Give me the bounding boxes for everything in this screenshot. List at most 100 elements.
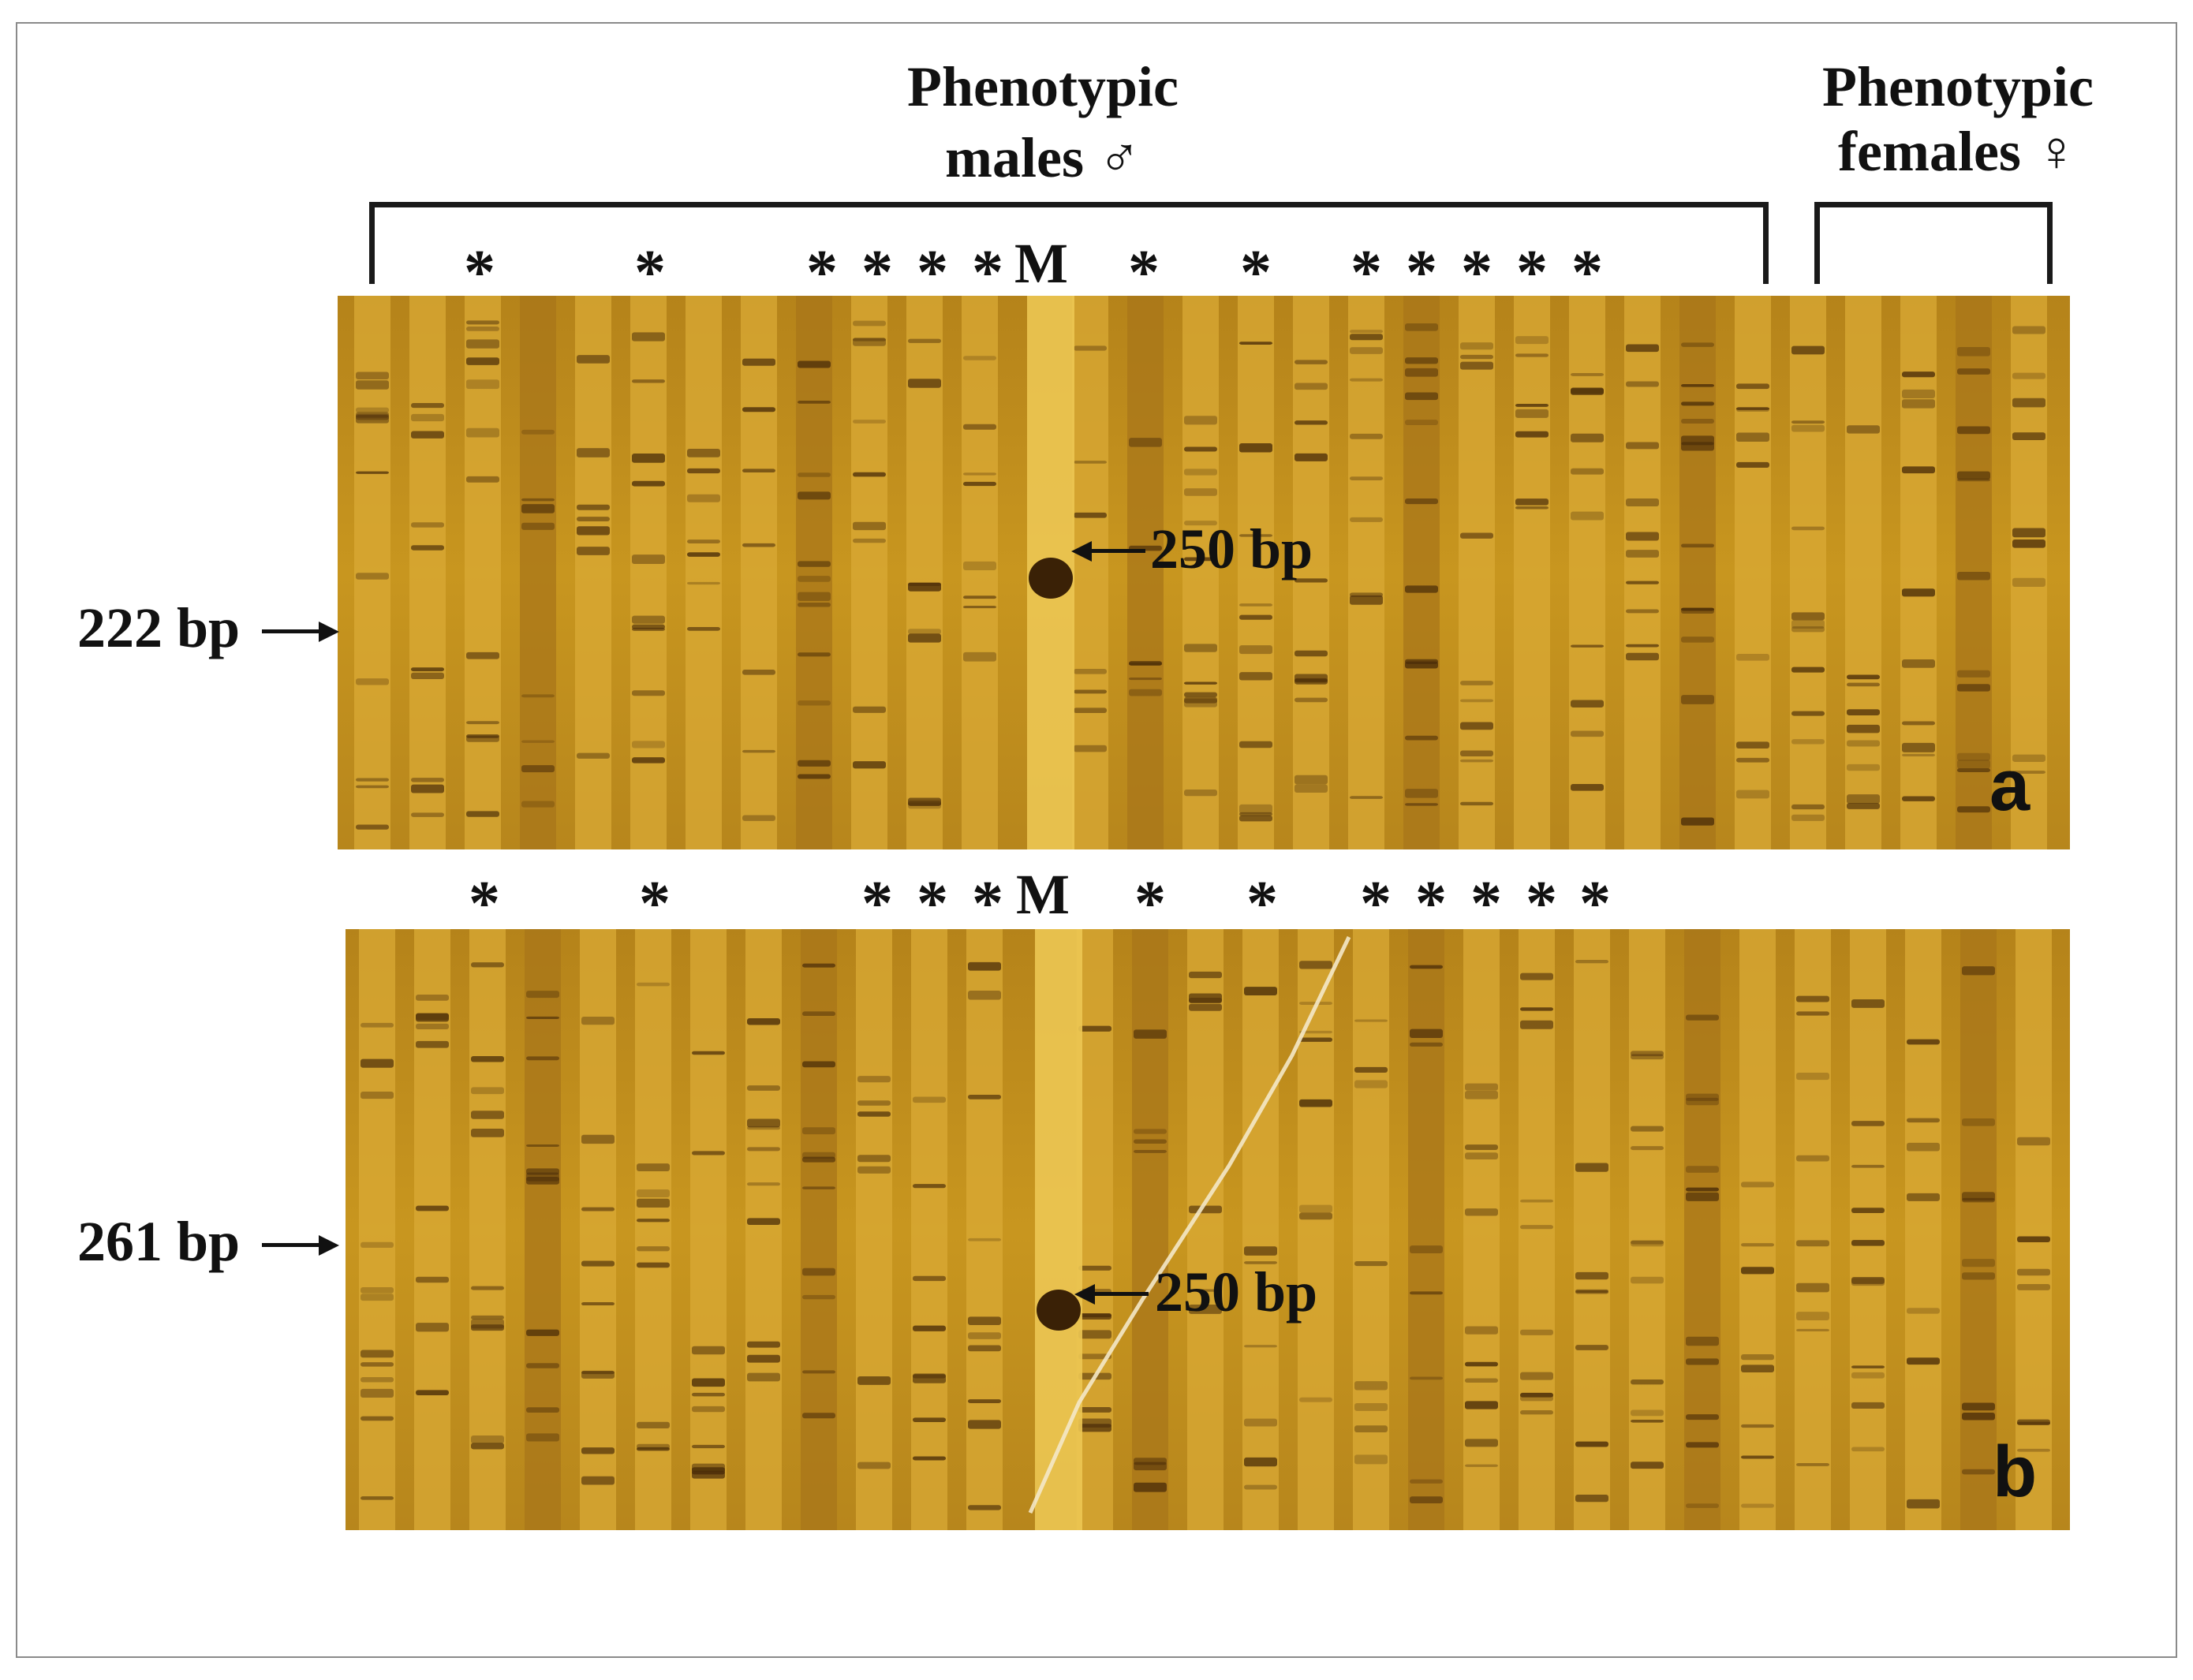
- gel-band: [1460, 750, 1493, 757]
- gel-band: [471, 1087, 504, 1095]
- gel-band: [1907, 1039, 1940, 1045]
- gel-band: [747, 1018, 780, 1025]
- gel-band: [416, 1205, 449, 1211]
- gel-lane: [1242, 929, 1279, 1530]
- gel-band: [466, 357, 499, 365]
- gel-band: [1681, 383, 1714, 387]
- gel-band: [913, 1456, 946, 1461]
- gel-band: [968, 1094, 1001, 1099]
- panel-a-asterisk: *: [1351, 238, 1382, 308]
- gel-band: [1078, 1407, 1111, 1413]
- gel-band: [1078, 1313, 1111, 1318]
- gel-band: [692, 1378, 725, 1387]
- gel-band: [1129, 438, 1162, 447]
- gel-band: [637, 1163, 670, 1171]
- gel-band: [747, 1341, 780, 1348]
- panel-b-asterisk: *: [1134, 869, 1166, 939]
- gel-band: [853, 320, 886, 327]
- gel-band: [521, 429, 555, 435]
- gel-band: [1515, 404, 1549, 407]
- gel-band: [1626, 344, 1659, 353]
- panel-b-asterisk: *: [469, 869, 500, 939]
- females-bracket: [1814, 202, 2053, 284]
- gel-band: [1686, 1097, 1719, 1106]
- gel-band: [1851, 1276, 1885, 1284]
- gel-band: [1129, 689, 1162, 696]
- gel-band: [1847, 763, 1880, 771]
- gel-band: [747, 1372, 780, 1382]
- gel-band: [853, 420, 886, 424]
- females-header-line1: Phenotypic: [1821, 55, 2094, 118]
- gel-band: [742, 469, 775, 473]
- gel-lane: [1519, 929, 1555, 1530]
- gel-band: [411, 545, 444, 551]
- gel-lane: [1739, 929, 1776, 1530]
- gel-band: [1791, 424, 1825, 432]
- gel-band: [361, 1294, 394, 1301]
- gel-band: [747, 1354, 780, 1363]
- gel-band: [1350, 330, 1383, 334]
- gel-band: [1520, 973, 1553, 980]
- gel-lane: [414, 929, 450, 1530]
- gel-band: [632, 554, 665, 565]
- gel-band: [1354, 1260, 1388, 1267]
- gel-band: [1686, 1503, 1719, 1508]
- gel-band: [1350, 595, 1383, 605]
- gel-lane: [1463, 929, 1500, 1530]
- gel-lane: [469, 929, 506, 1530]
- gel-band: [692, 1346, 725, 1355]
- gel-band: [853, 472, 886, 477]
- gel-band: [802, 1370, 835, 1374]
- gel-lane: [1574, 929, 1610, 1530]
- gel-band: [526, 1056, 559, 1061]
- gel-band: [1299, 1099, 1332, 1107]
- gel-band: [1796, 995, 1829, 1002]
- gel-band: [798, 760, 831, 767]
- gel-band: [1134, 1482, 1167, 1492]
- gel-band: [1736, 654, 1769, 661]
- gel-band: [1791, 626, 1825, 633]
- gel-band: [963, 424, 996, 430]
- gel-band: [416, 995, 449, 1001]
- gel-band: [1957, 471, 1990, 480]
- gel-band: [577, 504, 610, 510]
- gel-band: [1354, 1080, 1388, 1088]
- gel-band: [1350, 476, 1383, 481]
- gel-lane: [690, 929, 727, 1530]
- gel-band: [1239, 342, 1272, 345]
- gel-band: [1851, 999, 1885, 1008]
- gel-band: [1686, 1192, 1719, 1201]
- gel-band: [963, 472, 996, 476]
- gel-band: [857, 1111, 891, 1117]
- gel-band: [1851, 1447, 1885, 1452]
- gel-band: [632, 454, 665, 463]
- gel-band: [1741, 1424, 1774, 1428]
- gel-band: [1626, 532, 1659, 541]
- gel-band: [1626, 498, 1659, 506]
- marker-band: [1029, 558, 1073, 599]
- gel-band: [968, 1399, 1001, 1404]
- gel-lane: [1459, 296, 1495, 849]
- gel-band: [1631, 1276, 1664, 1284]
- gel-band: [1902, 796, 1935, 801]
- gel-band: [471, 1129, 504, 1137]
- gel-band: [1741, 1243, 1774, 1247]
- gel-band: [2017, 1448, 2050, 1452]
- gel-band: [1354, 1381, 1388, 1391]
- gel-band: [471, 1443, 504, 1450]
- gel-band: [521, 498, 555, 502]
- gel-band: [1791, 804, 1825, 810]
- gel-band: [1354, 1066, 1388, 1073]
- gel-band: [1686, 1442, 1719, 1448]
- gel-band: [1354, 1425, 1388, 1432]
- gel-band: [1681, 637, 1714, 643]
- gel-band: [1736, 741, 1769, 749]
- gel-band: [1957, 760, 1990, 769]
- gel-band: [581, 1302, 615, 1306]
- gel-band: [1741, 1353, 1774, 1361]
- gel-band: [637, 1262, 670, 1268]
- gel-band: [1239, 804, 1272, 814]
- gel-band: [1520, 1329, 1553, 1335]
- gel-band: [1515, 506, 1549, 510]
- gel-band: [521, 765, 555, 773]
